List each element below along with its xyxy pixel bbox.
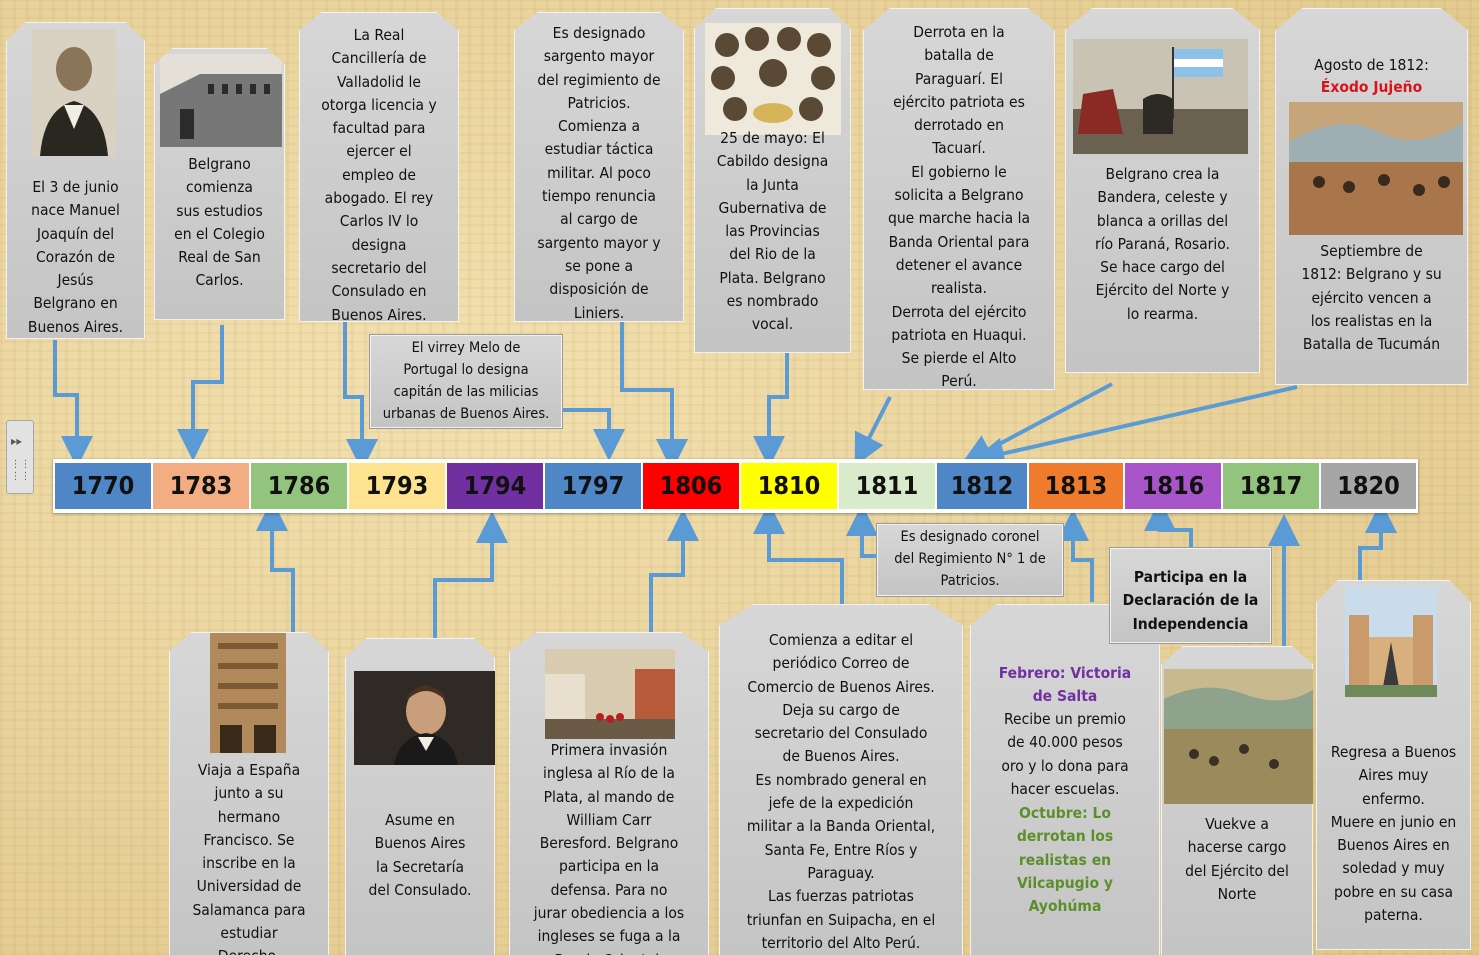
arrow-1783 <box>177 325 224 461</box>
event-text-1794: Asume en Buenos Aires la Secretaría del … <box>368 811 472 899</box>
arrow-1810-bot <box>753 502 844 613</box>
event-card-1806-bot: Primera invasión inglesa al Río de la Pl… <box>509 632 709 955</box>
event-text-1820: Regresa a Buenos Aires muy enfermo. Muer… <box>1330 743 1457 925</box>
event-card-1786: Viaja a España junto a su hermano Franci… <box>169 632 329 955</box>
event-card-1812a: Belgrano crea la Bandera, celeste y blan… <box>1065 8 1260 373</box>
portrait-belgrano-icon <box>32 29 116 156</box>
arrow-1811-bot <box>846 504 878 558</box>
arrow-1806-top <box>620 322 688 471</box>
event-card-1811-bot: Es designado coronel del Regimiento N° 1… <box>877 524 1063 596</box>
arrow-1794 <box>433 511 508 638</box>
event-text-1816: Participa en la Declaración de la Indepe… <box>1122 568 1259 633</box>
year-1810: 1810 <box>741 463 837 509</box>
event-card-1794: Asume en Buenos Aires la Secretaría del … <box>345 638 495 955</box>
bandera-creation-image <box>1073 39 1248 154</box>
arrow-1810-top <box>753 353 789 468</box>
year-1817: 1817 <box>1223 463 1319 509</box>
invasion-inglesa-image <box>545 649 675 739</box>
event-text-1793: La Real Cancillería de Valladolid le oto… <box>321 26 437 324</box>
event-card-1813: Febrero: Victoria de Salta Recibe un pre… <box>970 604 1160 955</box>
year-1783: 1783 <box>153 463 249 509</box>
event-card-1797: El virrey Melo de Portugal lo designa ca… <box>370 335 562 428</box>
arrow-1786 <box>256 499 295 632</box>
timeline-bar: 1770 1783 1786 1793 1794 1797 1806 1810 … <box>53 459 1418 513</box>
colegio-san-carlos-image <box>160 54 282 147</box>
event-text-1770: El 3 de junio nace Manuel Joaquín del Co… <box>27 178 124 336</box>
event-text-1806-bot: Primera invasión inglesa al Río de la Pl… <box>533 741 685 955</box>
year-1794: 1794 <box>447 463 543 509</box>
year-1813: 1813 <box>1029 463 1123 509</box>
event-card-1817: Vuekve a hacerse cargo del Ejército del … <box>1161 646 1313 955</box>
event-card-1793: La Real Cancillería de Valladolid le oto… <box>299 12 459 322</box>
event-text-1810-bot: Comienza a editar el periódico Correo de… <box>746 631 936 952</box>
event-card-1816: Participa en la Declaración de la Indepe… <box>1110 548 1271 643</box>
event-card-1820: Regresa a Buenos Aires muy enfermo. Muer… <box>1316 580 1471 950</box>
event-text-1797: El virrey Melo de Portugal lo designa ca… <box>382 340 550 422</box>
primera-junta-image <box>705 23 841 135</box>
exodo-jujeno-image <box>1289 102 1463 235</box>
event-card-1806-top: Es designado sargento mayor del regimien… <box>514 12 684 322</box>
event-highlight-1813-salta: Febrero: Victoria de Salta <box>998 664 1132 706</box>
event-text-1806-top: Es designado sargento mayor del regimien… <box>537 24 661 322</box>
event-text-1813: Recibe un premio de 40.000 pesos oro y l… <box>1001 710 1129 798</box>
year-1770: 1770 <box>55 463 151 509</box>
batalla-image <box>1164 669 1313 804</box>
arrow-1806-bot <box>649 509 699 642</box>
event-text-1817: Vuekve a hacerse cargo del Ejército del … <box>1185 815 1289 903</box>
event-card-1812b: Agosto de 1812: Éxodo Jujeño Septiembre … <box>1275 8 1468 385</box>
event-text-1783: Belgrano comienza sus estudios en el Col… <box>174 155 265 290</box>
portrait-belgrano-secretario-image <box>354 671 495 765</box>
salamanca-university-image <box>210 633 286 753</box>
event-card-1811-top: Derrota en la batalla de Paraguarí. El e… <box>863 8 1055 390</box>
plaza-monument-image <box>1345 587 1437 697</box>
year-1820: 1820 <box>1321 463 1416 509</box>
event-text-1811-bot: Es designado coronel del Regimiento N° 1… <box>894 529 1046 589</box>
event-title-1812b: Agosto de 1812: <box>1314 56 1429 74</box>
event-text-1786: Viaja a España junto a su hermano Franci… <box>192 761 306 955</box>
event-text-1812a: Belgrano crea la Bandera, celeste y blan… <box>1095 165 1230 323</box>
arrow-1793 <box>343 322 378 471</box>
event-highlight-1813-vilcapugio: Octubre: Lo derrotan los realistas en Vi… <box>1016 804 1114 916</box>
double-chevron-right-icon: ▸▸ <box>11 434 22 448</box>
arrow-1770 <box>53 340 93 468</box>
arrow-1812b <box>972 385 1298 470</box>
arrow-1813 <box>1057 509 1094 602</box>
event-card-1770: El 3 de junio nace Manuel Joaquín del Co… <box>6 22 145 339</box>
event-highlight-1812b: Éxodo Jujeño <box>1320 78 1423 96</box>
arrow-1816 <box>1144 499 1193 548</box>
side-panel-toggle[interactable]: ▸▸ ⋮⋮⋮⋮ <box>6 420 34 494</box>
event-text-1811-top: Derrota en la batalla de Paraguarí. El e… <box>887 23 1031 391</box>
arrow-1797 <box>562 408 625 461</box>
event-card-1810-top: 25 de mayo: El Cabildo designa la Junta … <box>694 8 851 353</box>
year-1816: 1816 <box>1125 463 1221 509</box>
event-text-1810-top: 25 de mayo: El Cabildo designa la Junta … <box>716 129 829 334</box>
arrow-1820 <box>1358 501 1397 582</box>
event-card-1783: Belgrano comienza sus estudios en el Col… <box>154 48 285 320</box>
event-text-1812b: Septiembre de 1812: Belgrano y su ejérci… <box>1301 242 1442 354</box>
year-1812: 1812 <box>937 463 1027 509</box>
year-1811: 1811 <box>839 463 935 509</box>
year-1806: 1806 <box>643 463 739 509</box>
year-1797: 1797 <box>545 463 641 509</box>
arrow-1812a <box>960 382 1113 465</box>
drag-handle-icon: ⋮⋮⋮⋮ <box>11 459 31 482</box>
event-card-1810-bot: Comienza a editar el periódico Correo de… <box>719 604 963 955</box>
arrow-1811-top <box>854 396 892 467</box>
year-1793: 1793 <box>349 463 445 509</box>
year-1786: 1786 <box>251 463 347 509</box>
